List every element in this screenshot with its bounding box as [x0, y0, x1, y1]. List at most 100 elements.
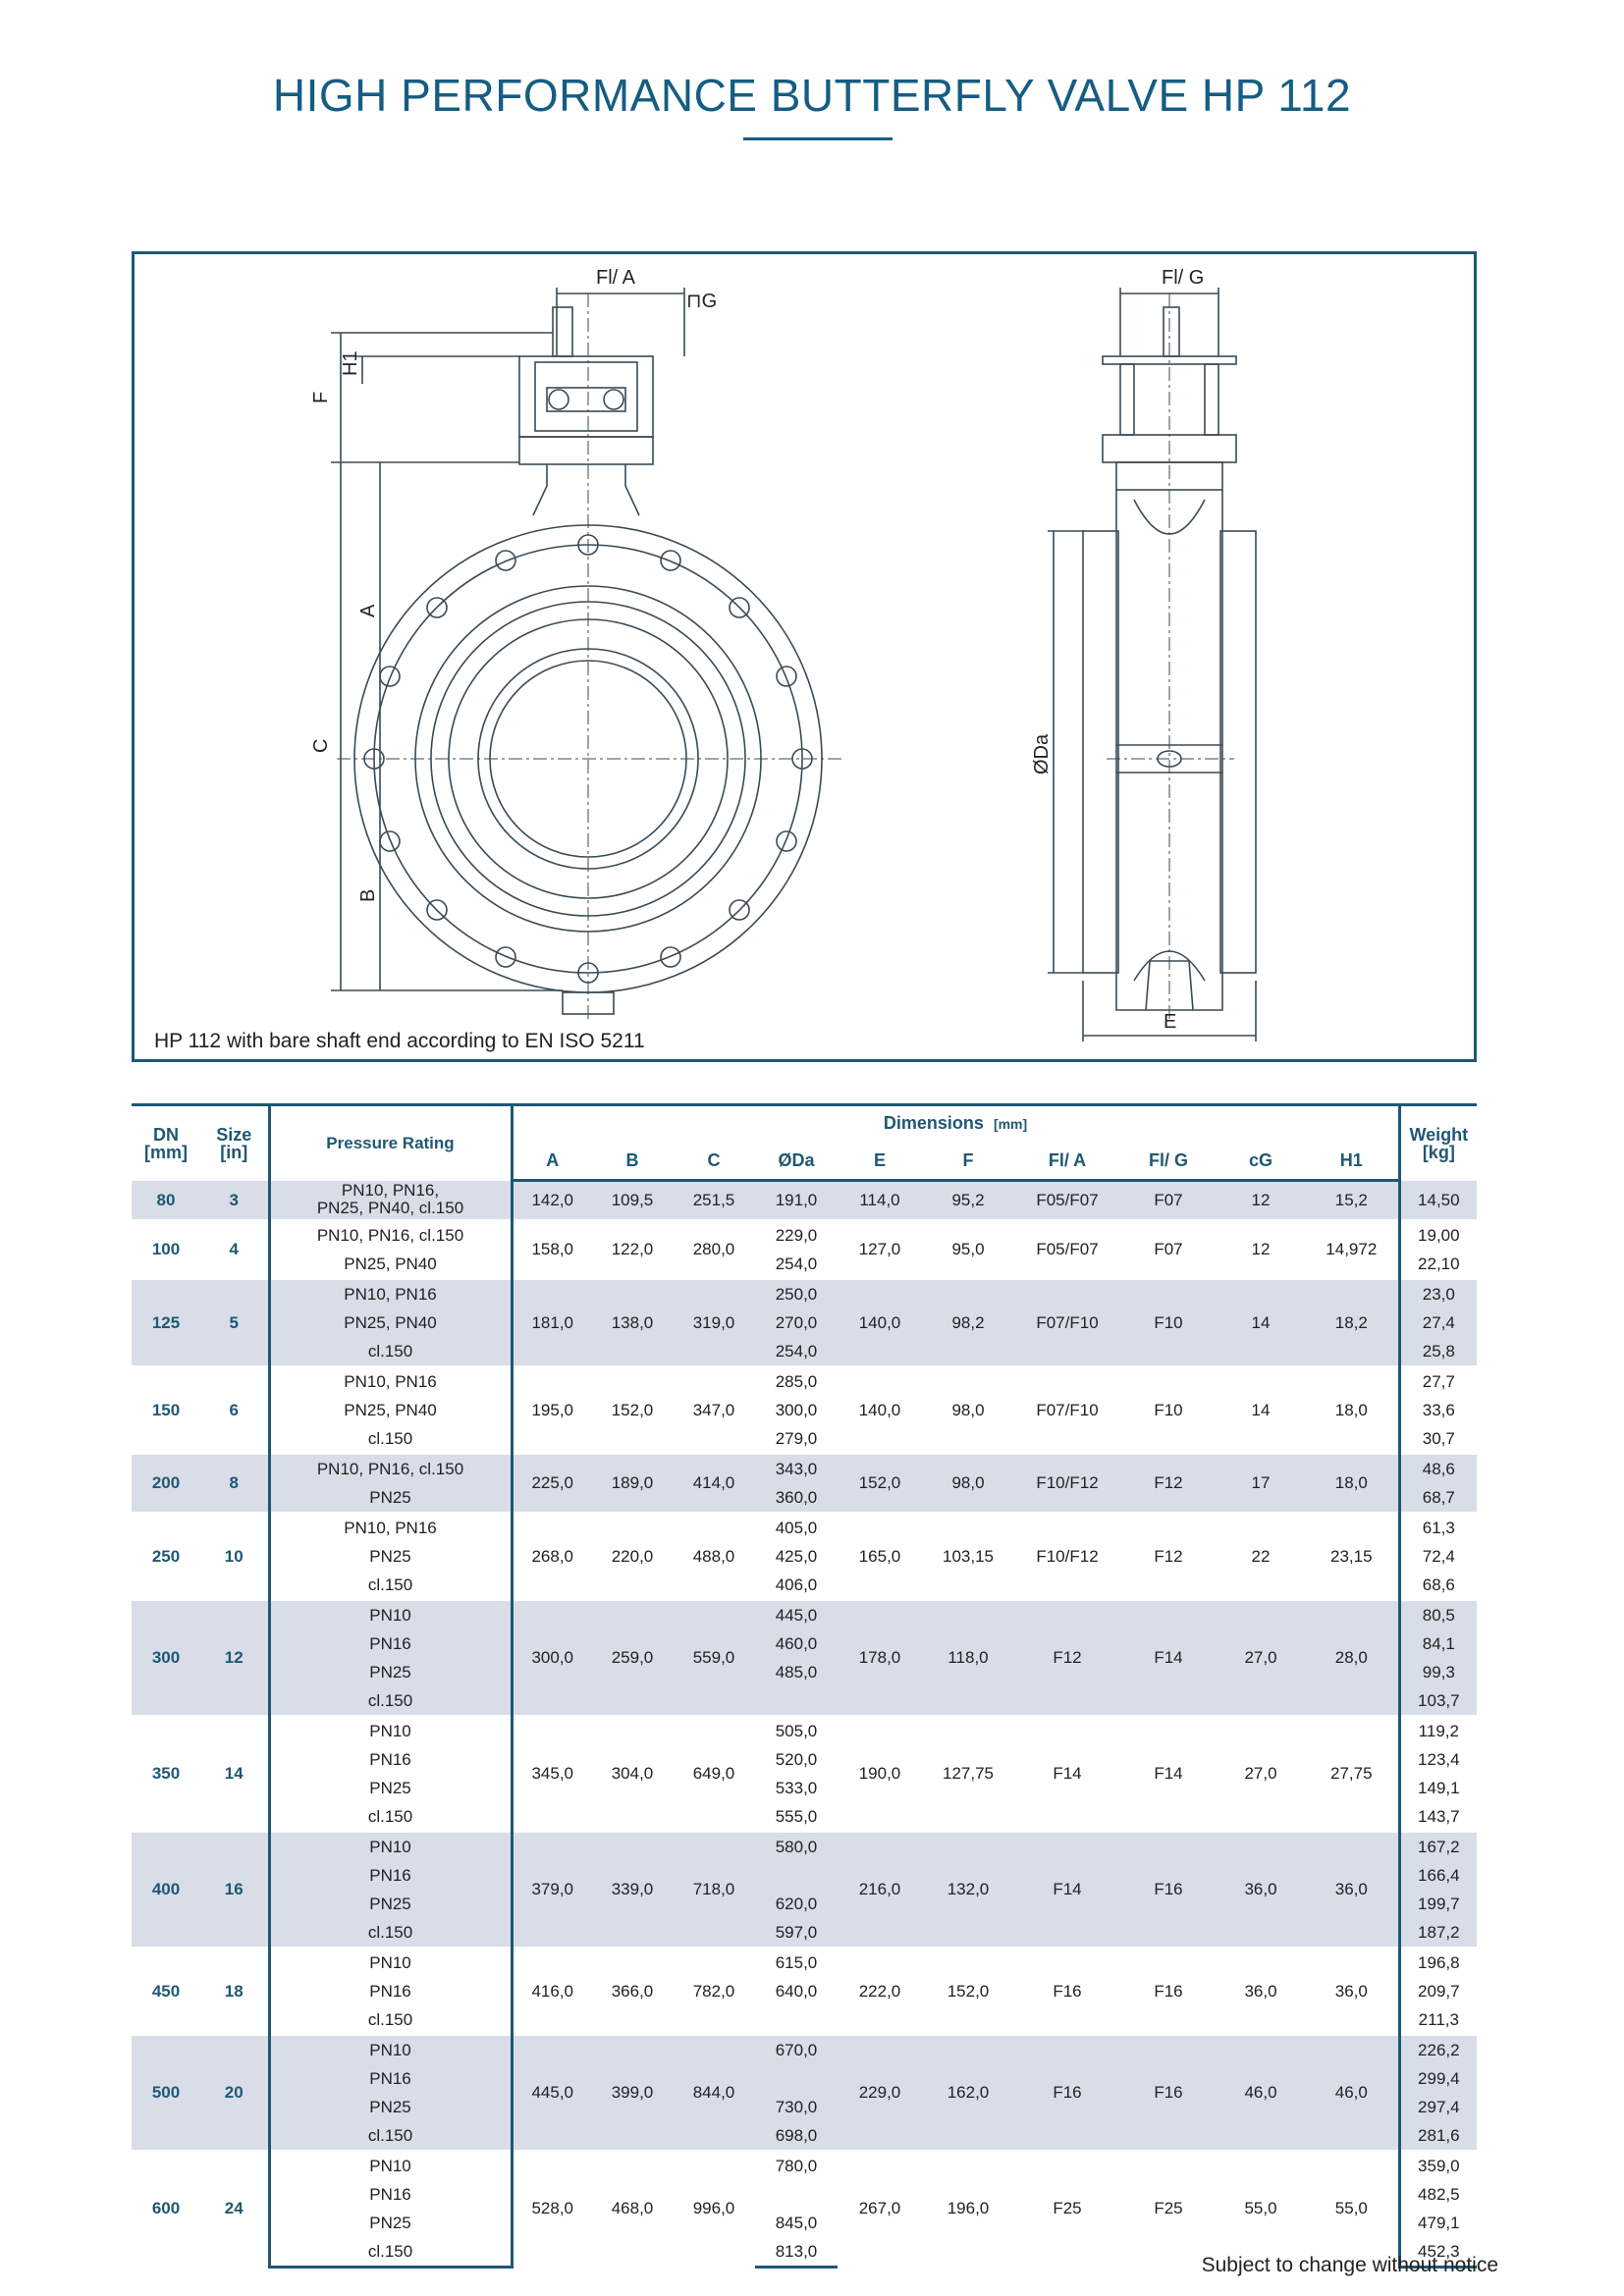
- cell-cg: 14: [1251, 1400, 1271, 1419]
- cell-f: 98,0: [922, 1453, 1014, 1513]
- technical-drawing: Fl/ A ⊓G H1 F A C B Fl/ G ØDa E: [310, 267, 1257, 1041]
- cell-pressure: cl.150: [269, 2236, 514, 2269]
- cell-cg: 55,0: [1244, 2199, 1277, 2218]
- cell-pressure: PN16: [269, 2179, 514, 2209]
- cell-da: 580,0: [755, 1831, 838, 1861]
- cell-da: 445,0: [755, 1599, 838, 1629]
- page-title: HIGH PERFORMANCE BUTTERFLY VALVE HP 112: [272, 70, 1352, 121]
- cell-pressure: PN25: [269, 2208, 514, 2237]
- cell-fla: F07/F10: [1014, 1278, 1120, 1366]
- cell-fla: F12: [1014, 1599, 1120, 1716]
- cell-pressure: PN10, PN16, cl.150: [269, 1219, 514, 1250]
- cell-a: 445,0: [512, 2034, 592, 2151]
- cell-a: 379,0: [512, 1831, 592, 1948]
- cell-a: 528,0: [531, 2199, 574, 2218]
- drawing-frame: Fl/ A ⊓G H1 F A C B Fl/ G ØDa E HP 112 w…: [132, 251, 1477, 1062]
- cell-e: 216,0: [838, 1831, 922, 1948]
- cell-weight: 166,4: [1397, 1860, 1478, 1890]
- cell-a: 181,0: [512, 1278, 592, 1366]
- cell-pressure: cl.150: [269, 2004, 514, 2035]
- cell-flg: F07: [1120, 1180, 1217, 1220]
- cell-fla: F10/F12: [1014, 1453, 1120, 1513]
- table-row: PN25 845,0 479,1: [132, 2208, 1478, 2237]
- cell-da: 813,0: [755, 2236, 838, 2269]
- cell-da: 620,0: [755, 1889, 838, 1918]
- cell-dn: 150: [151, 1400, 181, 1419]
- cell-pressure: PN25: [269, 2092, 514, 2121]
- label-da: ØDa: [1031, 733, 1053, 774]
- cell-dn: 100: [151, 1240, 181, 1258]
- header-pressure: Pressure Rating: [269, 1104, 514, 1181]
- cell-da: 698,0: [755, 2120, 838, 2151]
- cell-weight: 68,6: [1397, 1570, 1478, 1600]
- cell-weight: 482,5: [1397, 2179, 1478, 2209]
- cell-pressure: PN10, PN16: [269, 1278, 514, 1308]
- cell-size: 12: [200, 1599, 271, 1716]
- cell-b: 122,0: [611, 1240, 654, 1258]
- header-dimensions: Dimensions [mm]: [883, 1113, 1028, 1133]
- cell-cg: 27,0: [1217, 1599, 1305, 1716]
- cell-size: 4: [200, 1219, 271, 1279]
- cell-pressure: PN16: [269, 1976, 514, 2005]
- cell-weight: 23,0: [1397, 1278, 1478, 1308]
- cell-weight: 196,8: [1397, 1947, 1478, 1977]
- cell-pressure: PN16: [269, 1629, 514, 1658]
- cell-a: 268,0: [531, 1546, 574, 1566]
- cell-pressure: PN10, PN16,PN25, PN40, cl.150: [269, 1180, 514, 1220]
- header-b: B: [592, 1142, 673, 1182]
- cell-fla: F05/F07: [1036, 1240, 1099, 1258]
- cell-weight: 149,1: [1397, 1773, 1478, 1802]
- cell-pressure: PN10: [269, 1715, 514, 1745]
- cell-weight: 80,5: [1397, 1599, 1478, 1629]
- label-a: A: [357, 604, 379, 617]
- cell-weight: 359,0: [1397, 2150, 1478, 2180]
- cell-c: 718,0: [673, 1831, 755, 1948]
- cell-b: 138,0: [592, 1278, 673, 1366]
- cell-e: 178,0: [838, 1599, 922, 1716]
- cell-a: 345,0: [531, 1764, 574, 1783]
- cell-da: 555,0: [775, 1806, 818, 1826]
- cell-weight: 226,2: [1397, 2034, 1478, 2064]
- cell-pressure: cl.150: [269, 1423, 514, 1454]
- cell-weight: 19,00: [1397, 1219, 1478, 1250]
- dimensions-table: DN[mm] Size[in] Pressure Rating Dimensio…: [132, 1103, 1478, 2269]
- cell-da: [755, 2180, 838, 2209]
- cell-weight: 479,1: [1397, 2208, 1478, 2237]
- cell-da: 845,0: [775, 2213, 818, 2232]
- cell-h1: 18,0: [1334, 1400, 1368, 1419]
- header-fla: Fl/ A: [1014, 1142, 1120, 1182]
- cell-weight: 199,7: [1397, 1889, 1478, 1918]
- cell-f: 103,15: [943, 1546, 994, 1566]
- cell-weight: 297,4: [1397, 2092, 1478, 2121]
- cell-pressure: cl.150: [269, 1336, 514, 1366]
- label-f: F: [310, 392, 332, 403]
- cell-flg: F25: [1154, 2199, 1183, 2218]
- cell-pressure: PN16: [269, 2063, 514, 2093]
- cell-da: 730,0: [755, 2092, 838, 2121]
- header-h1: H1: [1305, 1142, 1400, 1182]
- shaft: [552, 306, 573, 357]
- top-flange-box: [518, 355, 654, 438]
- cell-weight: 103,7: [1397, 1685, 1478, 1716]
- cell-b: 339,0: [592, 1831, 673, 1948]
- cell-a: 225,0: [512, 1453, 592, 1513]
- cell-dn: 125: [132, 1278, 200, 1366]
- cell-pressure: PN10, PN16, cl.150: [269, 1453, 514, 1483]
- cell-c: 319,0: [673, 1278, 755, 1366]
- cell-weight: 22,10: [1397, 1249, 1478, 1279]
- cell-size: 6: [200, 1365, 271, 1454]
- cell-da: 191,0: [755, 1180, 838, 1220]
- cell-pressure: PN25, PN40: [269, 1395, 514, 1424]
- cell-flg: F16: [1120, 2034, 1217, 2151]
